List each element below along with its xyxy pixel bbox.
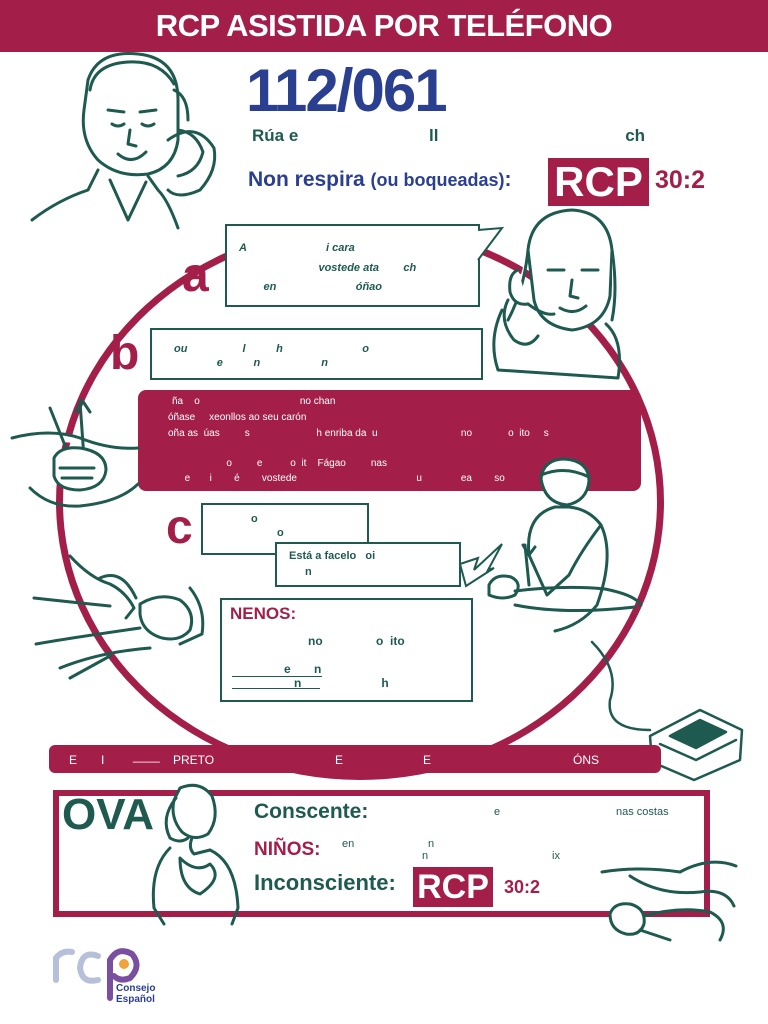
aed-fragment: ÓNS: [573, 753, 600, 767]
compression-line: o e o it Fágao nas: [168, 458, 387, 469]
step-b-box: ou l h o e n n: [150, 328, 483, 380]
dispatcher-illustration: [30, 52, 217, 230]
step-a-line: A i cara: [239, 242, 355, 254]
conscious-text: nas costas: [616, 806, 669, 818]
compression-line: óñase xeonllos ao seu carón: [168, 412, 307, 423]
hands-compression-illustration: [10, 398, 140, 508]
step-b-line: ou l h o: [174, 343, 369, 355]
conscious-text: e: [494, 806, 501, 818]
non-respira-colon: :: [504, 168, 512, 191]
step-letter-a: a: [182, 249, 209, 302]
choking-person-illustration: [151, 783, 240, 926]
step-c-question-line: Está a facelo oi: [289, 550, 376, 562]
non-respira-detail: (ou boqueadas): [370, 170, 505, 190]
ninos-text: en: [342, 838, 355, 850]
ninos-text: ix: [552, 850, 560, 862]
operator-illustration: [492, 208, 621, 380]
step-c-line: o: [251, 513, 258, 525]
phone-signal-icon: [458, 543, 503, 588]
nenos-line: no o ito: [308, 634, 405, 648]
aed-fragment: I: [101, 753, 105, 767]
compression-line: oña as úas s h enriba da u no o ito s: [168, 428, 549, 439]
street-fragment: ch: [625, 126, 646, 145]
step-c-line: o: [277, 527, 284, 539]
nenos-title: NENOS:: [230, 604, 297, 623]
infant-check-illustration: [32, 554, 205, 680]
step-a-line: vostede ata ch: [239, 262, 417, 274]
aed-fragment: ____: [133, 749, 160, 763]
speech-tail-icon: [477, 226, 505, 261]
street-fragment: ll: [429, 126, 439, 145]
page-title: RCP ASISTIDA POR TELÉFONO: [155, 8, 613, 43]
non-respira-label: Non respira: [248, 168, 365, 191]
street-instructions: Rúa e ll ch: [252, 126, 652, 146]
nenos-box: NENOS: no o ito e n n h: [220, 598, 473, 702]
ninos-text: n: [428, 838, 435, 850]
rcp-badge: RCP: [548, 158, 649, 206]
non-respira-heading: Non respira (ou boqueadas):: [248, 168, 512, 192]
conscious-label: Conscente:: [254, 800, 369, 823]
step-c-question-line: n: [305, 566, 312, 578]
step-c-question-box: Está a facelo oi n: [275, 542, 461, 587]
step-letter-c: c: [166, 501, 193, 554]
nenos-rule: [232, 688, 320, 689]
ninos-text: n: [422, 850, 429, 862]
compression-line: e i é vostede u ea so: [168, 473, 505, 484]
emergency-number: 112/061: [246, 57, 448, 124]
ova-title: OVA: [62, 790, 155, 839]
rescuer-cpr-illustration: [487, 457, 643, 633]
step-a-speech-bubble: A i cara vostede ata ch en óñao: [225, 224, 480, 307]
nenos-line: n h: [294, 676, 389, 690]
rcp-logo-icon: [53, 948, 140, 1001]
street-fragment: Rúa e: [252, 126, 299, 145]
logo-line: Consejo: [116, 983, 156, 994]
logo-line: Español: [116, 994, 155, 1005]
header-banner: [0, 0, 768, 52]
aed-fragment: E: [335, 753, 344, 767]
step-letter-b: b: [110, 327, 140, 380]
ova-box: [53, 790, 710, 917]
ninos-label: NIÑOS:: [254, 839, 321, 860]
compression-instructions-band: ña o no chan óñase xeonllos ao seu carón…: [138, 390, 641, 491]
aed-fragment: PRETO: [173, 753, 215, 767]
compression-line: ña o no chan: [172, 396, 336, 407]
unconscious-label: Inconsciente:: [254, 870, 396, 895]
rcp-ratio-ova: 30:2: [504, 877, 541, 897]
logo-text: Consejo Español: [116, 983, 155, 1005]
nenos-line: e n: [284, 662, 322, 676]
step-b-line: e n n: [174, 357, 329, 369]
aed-bar: E I ____ PRETO E E ÓNS: [49, 745, 661, 773]
step-a-line: en óñao: [239, 281, 383, 293]
aed-fragment: E: [69, 753, 78, 767]
rcp-ratio: 30:2: [655, 166, 706, 194]
infant-backblows-illustration: [600, 860, 738, 942]
rcp-badge-ova: RCP: [413, 867, 493, 907]
aed-fragment: E: [423, 753, 432, 767]
nenos-rule: [232, 676, 322, 677]
